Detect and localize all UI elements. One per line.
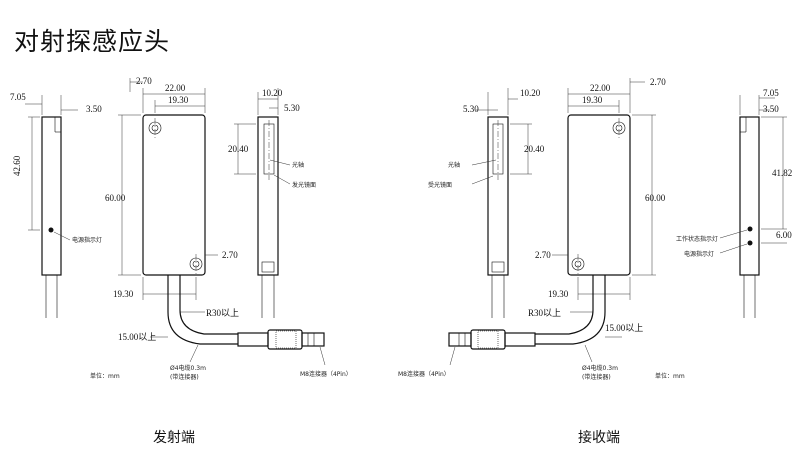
emitter-front-view: 2.70 22.00 19.30 60.00 2.70 19.30 R30以上 …: [90, 76, 352, 381]
emitter-cable-label: Ø4电缆0.3m: [170, 364, 206, 372]
receiver-caption: 接收端: [578, 429, 620, 446]
receiver-bottom-offset-dim: 2.70: [535, 250, 551, 260]
emitter-side-view: 7.05 3.50 42.60 电源指示灯: [10, 92, 102, 318]
receiver-work-led-label: 工作状态指示灯: [676, 235, 718, 243]
emitter-edge-view: 10.20 5.30 20.40 光轴 发光镜面: [228, 88, 316, 318]
receiver-side-height-dim: 41.82: [772, 168, 792, 178]
receiver-unit-label: 单位：mm: [655, 372, 685, 380]
emitter-top-offset-dim: 2.70: [136, 76, 152, 86]
receiver-side-width-dim: 7.05: [763, 88, 779, 98]
page-title: 对射探感应头: [14, 27, 171, 56]
emitter-side-width-dim: 7.05: [10, 92, 26, 102]
receiver-inner-width-dim: 19.30: [582, 95, 603, 105]
receiver-front-height-dim: 60.00: [645, 193, 666, 203]
emitter-bend-radius-dim: R30以上: [206, 308, 239, 318]
emitter-power-led-label: 电源指示灯: [72, 236, 102, 244]
receiver-m8-connector-icon: [448, 329, 536, 350]
receiver-connector-label: M8连接器（4Pin）: [398, 370, 450, 378]
emitter-optical-axis-label: 光轴: [292, 161, 304, 169]
receiver-front-view: 22.00 2.70 19.30 60.00 2.70 19.30 R30以上 …: [398, 77, 685, 381]
emitter-lens-label: 发光镜面: [292, 181, 316, 189]
emitter-m8-connector-icon: [237, 329, 325, 350]
emitter-edge-width1-dim: 10.20: [262, 88, 283, 98]
emitter-side-gap-dim: 3.50: [86, 104, 102, 114]
receiver-cable-note: (带连接器): [582, 373, 611, 381]
receiver-lens-label: 受光镜面: [428, 181, 452, 189]
emitter-front-height-dim: 60.00: [105, 193, 126, 203]
receiver-edge-width1-dim: 10.20: [520, 88, 541, 98]
emitter-side-height-dim: 42.60: [12, 155, 22, 176]
power-led-icon: [747, 240, 753, 246]
receiver-side-gap-dim: 3.50: [763, 104, 779, 114]
power-led-icon: [48, 227, 54, 233]
receiver-bottom-width-dim: 19.30: [548, 289, 569, 299]
emitter-edge-width2-dim: 5.30: [284, 103, 300, 113]
receiver-power-led-label: 电源指示灯: [684, 250, 714, 258]
receiver-bend-length-dim: 15.00以上: [605, 323, 643, 333]
work-led-icon: [747, 226, 753, 232]
emitter-group: 7.05 3.50 42.60 电源指示灯 2.70 2: [10, 76, 352, 446]
emitter-connector-label: M8连接器（4Pin）: [300, 370, 352, 378]
emitter-bottom-offset-dim: 2.70: [222, 250, 238, 260]
emitter-cable-note: (带连接器): [170, 373, 199, 381]
receiver-front-width-dim: 22.00: [590, 83, 611, 93]
receiver-edge-view: 10.20 5.30 20.40 光轴 受光镜面: [428, 88, 545, 318]
receiver-top-offset-dim: 2.70: [650, 77, 666, 87]
emitter-edge-height-dim: 20.40: [228, 144, 249, 154]
emitter-front-width-dim: 22.00: [165, 83, 186, 93]
receiver-edge-width2-dim: 5.30: [463, 104, 479, 114]
receiver-optical-axis-label: 光轴: [448, 161, 460, 169]
receiver-cable-label: Ø4电缆0.3m: [582, 364, 618, 372]
emitter-inner-width-dim: 19.30: [168, 95, 189, 105]
receiver-edge-height-dim: 20.40: [524, 144, 545, 154]
receiver-side-view: 7.05 3.50 41.82 6.00 工作状态指示灯 电源指示灯: [676, 88, 792, 318]
emitter-caption: 发射端: [153, 430, 195, 446]
receiver-led-gap-dim: 6.00: [776, 230, 792, 240]
receiver-group: 10.20 5.30 20.40 光轴 受光镜面 22.: [398, 77, 792, 446]
receiver-bend-radius-dim: R30以上: [528, 308, 561, 318]
emitter-unit-label: 单位：mm: [90, 372, 120, 380]
emitter-bend-length-dim: 15.00以上: [118, 332, 156, 342]
emitter-bottom-width-dim: 19.30: [113, 289, 134, 299]
